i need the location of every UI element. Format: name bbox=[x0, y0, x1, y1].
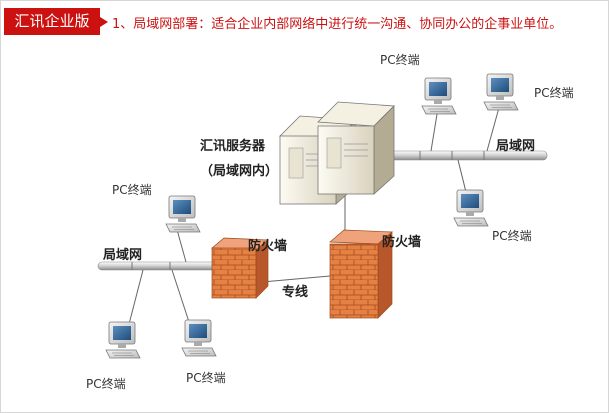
pc-label: PC终端 bbox=[186, 370, 226, 385]
connection-lines bbox=[127, 103, 501, 329]
pc-icon-top-right bbox=[483, 73, 519, 111]
server-icon bbox=[279, 101, 395, 205]
server-label: 汇讯服务器 bbox=[200, 138, 266, 154]
pc-label: PC终端 bbox=[534, 85, 574, 100]
firewall-right-label: 防火墙 bbox=[382, 234, 421, 250]
pc-icon-bottom-left bbox=[105, 321, 141, 359]
firewall-left-icon bbox=[211, 237, 269, 299]
pc-label: PC终端 bbox=[112, 182, 152, 197]
server-sublabel: （局域网内） bbox=[200, 163, 278, 179]
lan-right-label: 局域网 bbox=[496, 138, 535, 154]
firewall-right-icon bbox=[329, 229, 393, 319]
pc-label: PC终端 bbox=[86, 376, 126, 391]
dedicated-line-label: 专线 bbox=[282, 284, 308, 300]
left-lan-bus bbox=[97, 261, 219, 271]
pc-label: PC终端 bbox=[492, 228, 532, 243]
firewall-left-label: 防火墙 bbox=[248, 238, 287, 254]
pc-icon-bottom-right bbox=[181, 319, 217, 357]
pc-icon-right-bottom bbox=[453, 189, 489, 227]
pc-label: PC终端 bbox=[380, 52, 420, 67]
pc-icon-top-center bbox=[421, 77, 457, 115]
deployment-heading: 1、局域网部署：适合企业内部网络中进行统一沟通、协同办公的企事业单位。 bbox=[112, 17, 563, 32]
edition-badge: 汇讯企业版 bbox=[4, 8, 108, 35]
pc-icon-left-top bbox=[165, 195, 201, 233]
lan-left-label: 局域网 bbox=[103, 247, 142, 263]
